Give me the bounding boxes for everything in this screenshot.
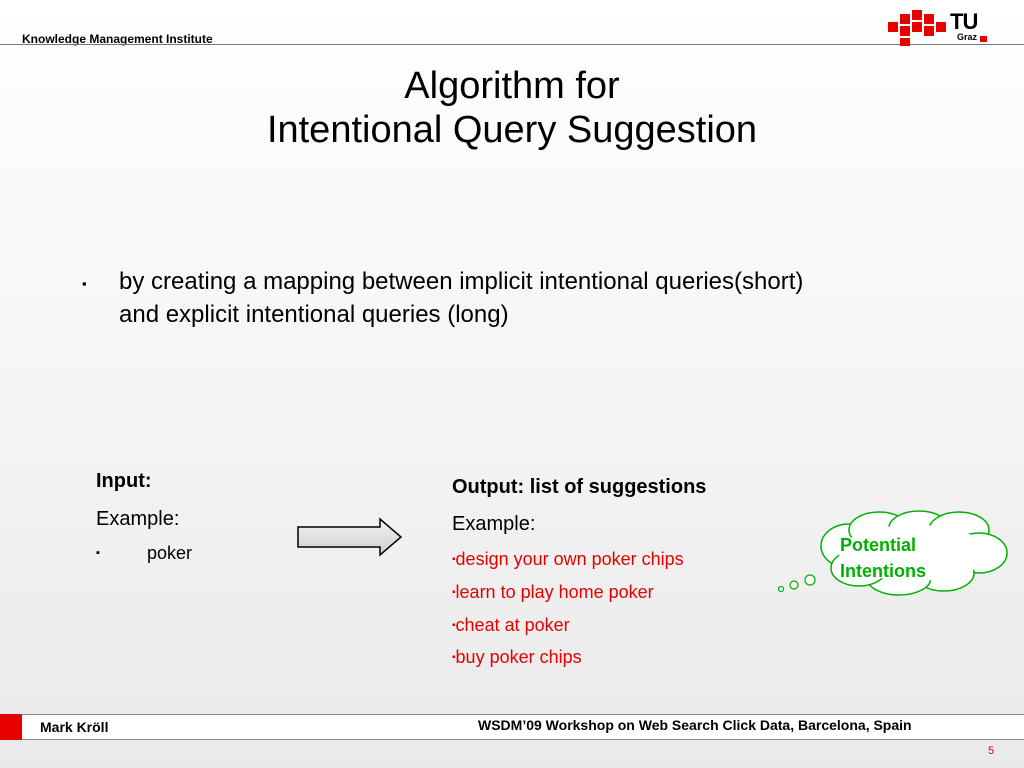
suggestion-item: ▪cheat at poker [452, 615, 570, 636]
output-heading: Output: list of suggestions [452, 476, 707, 498]
footer-author: Mark Kröll [40, 719, 109, 735]
footer-bar [0, 714, 1024, 740]
logo-tu-text: TU [950, 9, 978, 34]
title-line-2: Intentional Query Suggestion [266, 109, 758, 151]
title-line-1: Algorithm for [404, 65, 620, 107]
input-item: poker [147, 543, 193, 563]
suggestion-text: design your own poker chips [455, 549, 684, 569]
thought-cloud [777, 510, 1008, 596]
suggestion-text: learn to play home poker [455, 582, 654, 602]
input-example-label: Example: [96, 508, 180, 530]
input-item-marker: ▪ [96, 547, 100, 559]
bullet-text: by creating a mapping between implicit i… [119, 268, 804, 328]
bullet-marker: ▪ [82, 276, 87, 291]
cloud-label-line-1: Potential [840, 535, 917, 555]
suggestion-marker: ▪ [452, 554, 456, 565]
right-arrow-icon [297, 517, 403, 557]
input-heading: Input: [96, 470, 152, 492]
cloud-label: Potential Intentions [840, 532, 926, 584]
header-divider [0, 44, 1024, 45]
footer-event: WSDM’09 Workshop on Web Search Click Dat… [478, 717, 912, 733]
footer-red-block [0, 714, 22, 740]
suggestion-item: ▪design your own poker chips [452, 549, 684, 570]
suggestion-item: ▪buy poker chips [452, 647, 582, 668]
logo-graz-text: Graz [957, 32, 978, 42]
suggestion-item: ▪learn to play home poker [452, 582, 654, 603]
slide-number: 5 [988, 745, 995, 757]
suggestion-marker: ▪ [452, 620, 456, 631]
institute-name: Knowledge Management Institute [22, 32, 213, 46]
suggestion-text: buy poker chips [455, 647, 582, 667]
slide-title: Algorithm for Intentional Query Suggesti… [0, 64, 1024, 152]
cloud-label-line-2: Intentions [840, 561, 926, 581]
suggestion-text: cheat at poker [455, 615, 570, 635]
tu-graz-logo [888, 10, 987, 46]
suggestion-marker: ▪ [452, 652, 456, 663]
output-example-label: Example: [452, 513, 536, 535]
suggestion-marker: ▪ [452, 587, 456, 598]
